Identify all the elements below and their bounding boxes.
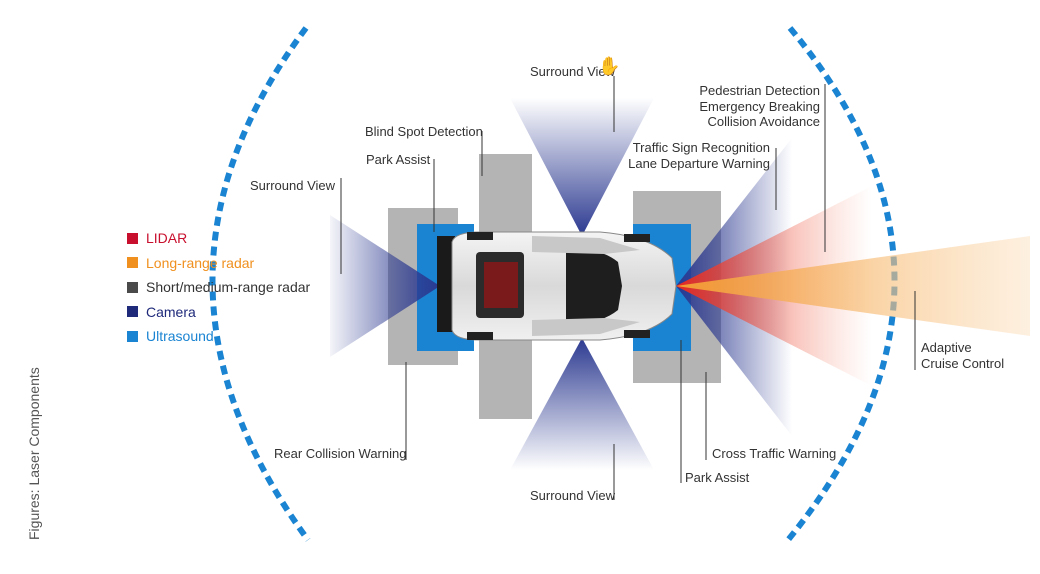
legend-swatch (127, 232, 138, 244)
label-pedestrian-group: Pedestrian Detection Emergency Breaking … (690, 83, 820, 130)
figure-credit: Figures: Laser Components (26, 367, 42, 540)
label-surround-view-bottom: Surround View (530, 488, 616, 503)
label-rear-collision-warning: Rear Collision Warning (274, 446, 407, 461)
legend-label: Short/medium-range radar (146, 279, 311, 296)
label-cross-traffic-warning: Cross Traffic Warning (712, 446, 837, 461)
legend-item: Camera (127, 300, 310, 325)
label-blind-spot-detection: Blind Spot Detection (365, 124, 483, 139)
range-arc-left (209, 26, 311, 542)
legend-swatch (127, 257, 138, 269)
label-traffic-sign-group: Traffic Sign Recognition Lane Departure … (620, 140, 770, 171)
camera-cone-top (510, 98, 654, 236)
label-park-assist-rear: Park Assist (366, 152, 431, 167)
legend-item: Long-range radar (127, 251, 310, 276)
legend-item: LIDAR (127, 226, 310, 251)
legend-swatch (127, 281, 138, 293)
legend-swatch (127, 330, 138, 342)
label-cruise-control: Cruise Control (921, 355, 1005, 371)
long-range-radar-beam (676, 236, 1030, 336)
legend-label: Camera (146, 303, 196, 320)
label-acc-group: Adaptive Cruise Control (921, 340, 1004, 371)
label-collision-avoidance: Collision Avoidance (707, 114, 821, 129)
legend-label: LIDAR (146, 230, 188, 247)
label-traffic-sign-recognition: Traffic Sign Recognition (632, 140, 770, 155)
label-surround-view-left: Surround View (250, 178, 336, 193)
camera-cone-rear (330, 215, 440, 357)
car-illustration (437, 231, 677, 341)
label-surround-view-top: Surround View (530, 64, 616, 79)
label-lane-departure-warning: Lane Departure Warning (628, 155, 770, 171)
legend-item: Short/medium-range radar (127, 275, 310, 300)
hand-cursor-icon: ✋ (598, 56, 621, 76)
camera-cone-bottom (510, 338, 654, 470)
label-emergency-breaking: Emergency Breaking (699, 98, 820, 114)
legend-item: Ultrasound (127, 324, 310, 349)
label-adaptive: Adaptive (921, 340, 972, 355)
label-park-assist-front: Park Assist (685, 470, 750, 485)
legend-label: Long-range radar (146, 254, 255, 271)
legend-label: Ultrasound (146, 328, 214, 345)
legend-swatch (127, 306, 138, 318)
label-pedestrian-detection: Pedestrian Detection (699, 83, 820, 98)
